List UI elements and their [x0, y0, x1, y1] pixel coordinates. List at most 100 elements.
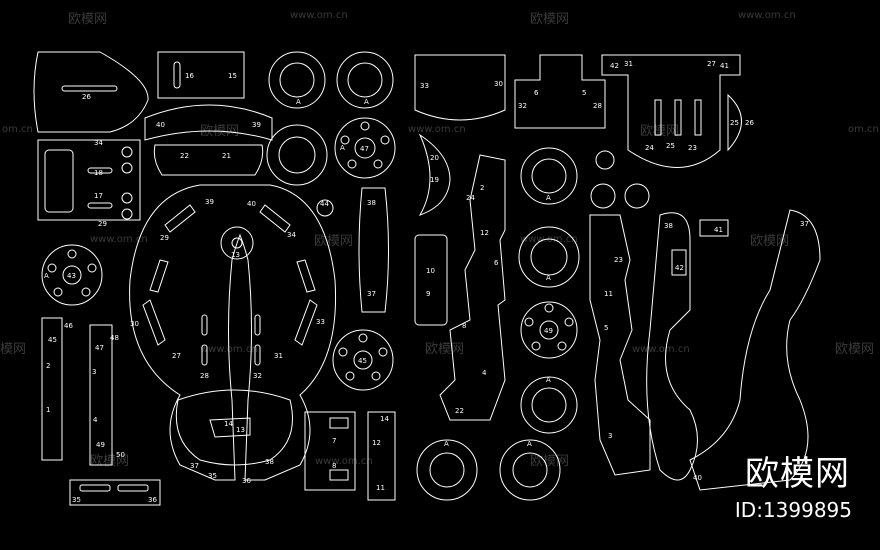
label-43: 43 — [67, 272, 76, 280]
watermark-url: www.om.cn — [408, 124, 466, 135]
label-14b: 14 — [380, 415, 389, 423]
label-A-3: A — [546, 194, 551, 202]
part-46-45-2-1 — [41, 317, 63, 461]
small-discs — [590, 150, 650, 209]
label-7: 7 — [332, 437, 336, 445]
label-27b: 27 — [172, 352, 181, 360]
label-49b: 49 — [96, 441, 105, 449]
watermark-url: www.om.cn — [315, 456, 373, 467]
label-29: 29 — [98, 220, 107, 228]
part-41-tab — [699, 219, 729, 237]
part-16-15 — [157, 51, 245, 99]
label-A-6: A — [444, 440, 449, 448]
label-26b: 26 — [745, 119, 754, 127]
label-24b: 24 — [466, 194, 475, 202]
watermark-url: www.om.cn — [632, 344, 690, 355]
label-13b: 13 — [236, 426, 245, 434]
label-48: 48 — [110, 334, 119, 342]
label-35b: 35 — [208, 472, 217, 480]
label-6b: 6 — [494, 259, 499, 267]
footer-brand: 欧模网 — [745, 454, 850, 494]
label-31b: 31 — [274, 352, 283, 360]
label-25: 25 — [730, 119, 739, 127]
label-11: 11 — [604, 290, 613, 298]
ring-col-1 — [520, 147, 578, 205]
label-38b: 38 — [664, 222, 673, 230]
label-21: 21 — [222, 152, 231, 160]
label-28: 28 — [593, 102, 602, 110]
label-3b: 3 — [92, 368, 96, 376]
label-4b: 4 — [93, 416, 98, 424]
label-A-2: A — [364, 98, 369, 106]
label-40: 40 — [156, 121, 165, 129]
label-28b: 28 — [200, 372, 209, 380]
part-40-39 — [144, 104, 273, 141]
wheel-45 — [332, 329, 394, 391]
label-3: 3 — [608, 432, 612, 440]
frame-main — [129, 184, 337, 481]
watermark-brand: 欧模网 — [530, 12, 570, 27]
ring-col-3 — [520, 376, 578, 434]
ring-col-2 — [518, 226, 580, 288]
watermark-brand: 欧模网 — [314, 234, 354, 249]
label-5: 5 — [582, 89, 586, 97]
label-10: 10 — [426, 267, 435, 275]
label-39: 39 — [252, 121, 261, 129]
label-41b: 41 — [714, 226, 723, 234]
label-A-1: A — [296, 98, 301, 106]
label-37b: 37 — [800, 220, 809, 228]
ring-top-2 — [336, 51, 394, 109]
label-49: 49 — [544, 327, 553, 335]
label-18: 18 — [94, 169, 103, 177]
label-11b: 11 — [376, 484, 385, 492]
label-15: 15 — [228, 72, 237, 80]
label-23b: 23 — [614, 256, 623, 264]
label-50: 50 — [116, 451, 125, 459]
label-38c: 38 — [265, 458, 274, 466]
part-42-31-27-41 — [601, 54, 741, 168]
label-26: 26 — [82, 93, 91, 101]
label-A-9: A — [340, 144, 345, 152]
label-34: 34 — [94, 139, 103, 147]
part-14-12-11 — [367, 411, 396, 501]
label-24: 24 — [645, 144, 654, 152]
part-hook-left — [646, 212, 698, 481]
strip-right — [589, 214, 651, 476]
label-9: 9 — [426, 290, 430, 298]
watermark-url: www.om.cn — [90, 234, 148, 245]
watermark-url: www.om.cn — [290, 10, 348, 21]
part-14-13 — [209, 417, 251, 438]
label-5b: 5 — [604, 324, 608, 332]
part-20-19 — [418, 133, 451, 216]
label-4: 4 — [482, 369, 487, 377]
ring-bottom-2 — [499, 439, 561, 501]
label-45b: 45 — [358, 357, 367, 365]
label-44: 44 — [320, 200, 329, 208]
watermark-url: om.cn — [848, 124, 879, 135]
part-6-5-32-28 — [514, 54, 606, 129]
label-29b: 29 — [160, 234, 169, 242]
label-46: 46 — [64, 322, 73, 330]
label-27: 27 — [707, 60, 716, 68]
watermark-brand: 欧模网 — [640, 124, 680, 139]
label-22b: 22 — [455, 407, 464, 415]
label-14: 14 — [224, 420, 233, 428]
part-33-30 — [414, 54, 506, 121]
part-10-9 — [414, 234, 448, 326]
label-A-5: A — [546, 376, 551, 384]
label-31: 31 — [624, 60, 633, 68]
label-8: 8 — [462, 322, 466, 330]
ring-bottom-1 — [416, 439, 478, 501]
label-37: 37 — [367, 290, 376, 298]
part-22-21 — [153, 144, 264, 176]
part-48-47-3-4 — [89, 324, 113, 466]
label-36b: 36 — [242, 477, 251, 485]
ring-mid-1 — [266, 124, 328, 186]
label-36: 36 — [148, 496, 157, 504]
label-1: 1 — [46, 406, 50, 414]
part-34-18-17-29 — [37, 139, 141, 221]
label-22: 22 — [180, 152, 189, 160]
label-39b: 39 — [205, 198, 214, 206]
part-25-26 — [727, 93, 742, 152]
wheel-43 — [41, 244, 103, 306]
